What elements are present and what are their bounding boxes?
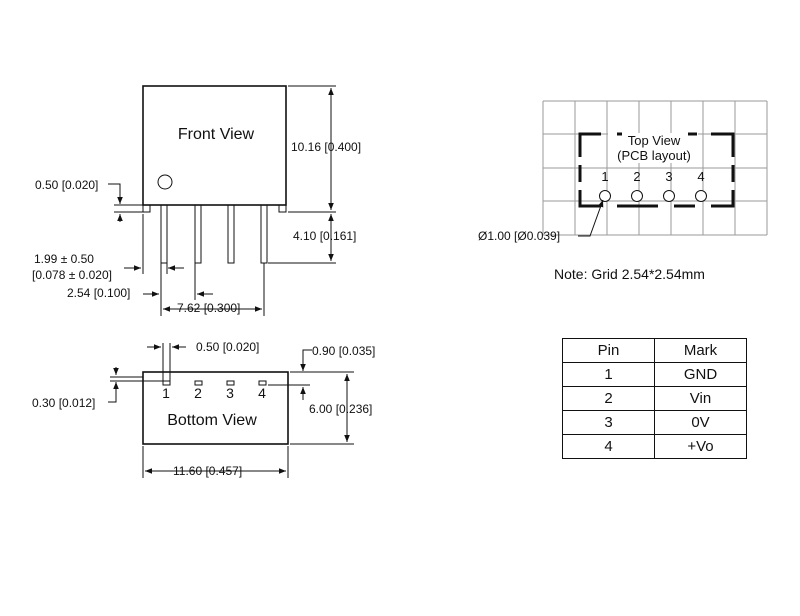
top-pin-1: 1 [601,169,608,184]
table-row: 1 GND [562,362,747,387]
top-pin-2: 2 [633,169,640,184]
front-view-title: Front View [178,126,255,143]
dim-span: 7.62 [0.300] [177,301,240,315]
top-view-title: Top View [628,133,681,148]
bottom-pin-2: 2 [194,385,202,401]
header-pin: Pin [562,338,655,363]
bottom-view: 1 2 3 4 Bottom View 0.50 [0.020] 0.90 [0… [32,340,375,478]
dim-pin-offset-line1: 1.99 ± 0.50 [34,252,94,266]
front-view: Front View 10.16 [0.400] 4.10 [0.161] 0.… [32,85,361,316]
table-row: 4 +Vo [562,434,747,459]
dim-width: 11.60 [0.457] [173,464,242,478]
dim-depth: 6.00 [0.236] [309,402,372,416]
pin1-marker-dot [157,174,173,190]
dim-pad-length: 0.90 [0.035] [312,344,375,358]
dim-pin-thickness: 0.50 [0.020] [35,178,98,192]
top-view-subtitle: (PCB layout) [617,148,691,163]
header-mark: Mark [654,338,747,363]
pin-cell: 3 [562,410,655,435]
top-pin-3: 3 [665,169,672,184]
mark-cell: Vin [654,386,747,411]
dim-front-height: 10.16 [0.400] [291,140,361,154]
bottom-view-title: Bottom View [167,412,257,429]
bottom-pin-1: 1 [162,385,170,401]
bottom-pin-4: 4 [258,385,266,401]
top-pin-4: 4 [697,169,704,184]
dim-pitch: 2.54 [0.100] [67,286,130,300]
top-view-grid [542,100,768,236]
dim-edge-offset: 0.30 [0.012] [32,396,95,410]
front-view-pins [160,204,268,264]
pin-table-header: Pin Mark [562,338,747,363]
bottom-view-body [142,371,289,445]
top-view-outline [578,132,735,208]
pcb-holes [599,190,707,202]
dim-pin-offset-line2: [0.078 ± 0.020] [32,268,112,282]
mark-cell: +Vo [654,434,747,459]
grid-note: Note: Grid 2.54*2.54mm [554,266,705,282]
mark-cell: 0V [654,410,747,435]
table-row: 2 Vin [562,386,747,411]
dim-pin-length: 4.10 [0.161] [293,229,356,243]
mark-cell: GND [654,362,747,387]
table-row: 3 0V [562,410,747,435]
pin-cell: 4 [562,434,655,459]
dim-pad-width: 0.50 [0.020] [196,340,259,354]
pin-cell: 2 [562,386,655,411]
pin-cell: 1 [562,362,655,387]
dim-hole-diameter: Ø1.00 [Ø0.039] [478,229,560,243]
bottom-pin-3: 3 [226,385,234,401]
front-view-body [142,85,287,206]
pin-table: Pin Mark 1 GND 2 Vin 3 0V 4 +Vo [562,338,747,459]
